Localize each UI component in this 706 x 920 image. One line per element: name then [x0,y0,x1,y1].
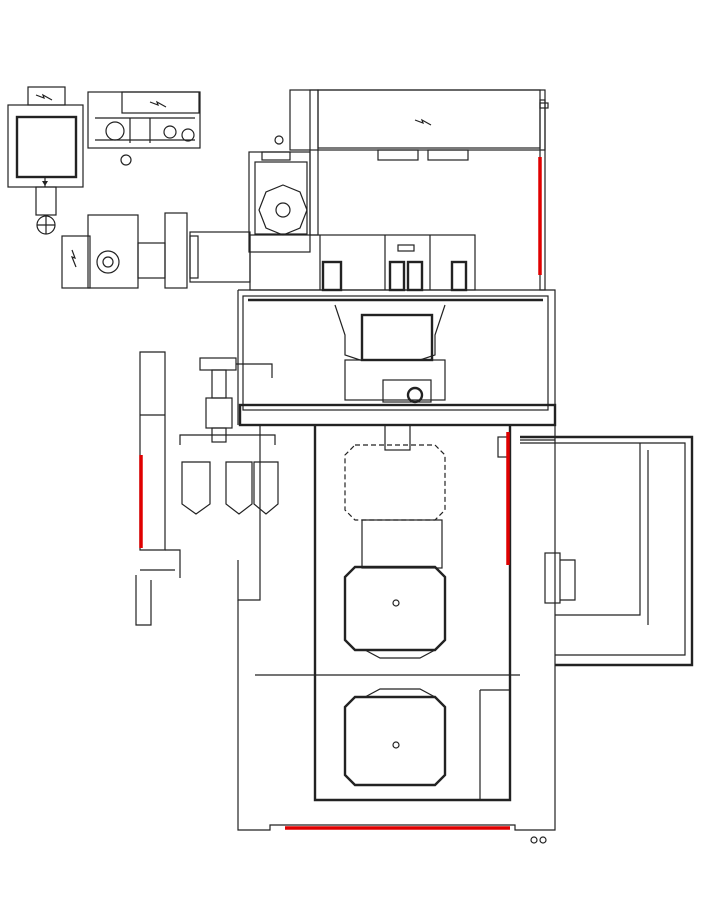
pallet-area [237,424,556,844]
electrical-cabinet [87,91,201,166]
spindle-carriage [249,234,476,292]
control-panel [7,86,84,235]
top-cabinet [289,89,549,291]
machine-column [237,289,557,441]
lightning-icon [70,249,77,268]
lightning-icon [149,100,167,108]
lightning-icon [35,93,53,101]
highlight-lines [139,157,542,830]
lightning-icon [414,118,432,126]
hydraulic-unit [61,212,251,289]
tool-magazine [135,351,279,626]
chip-conveyor-enclosure [497,435,694,667]
